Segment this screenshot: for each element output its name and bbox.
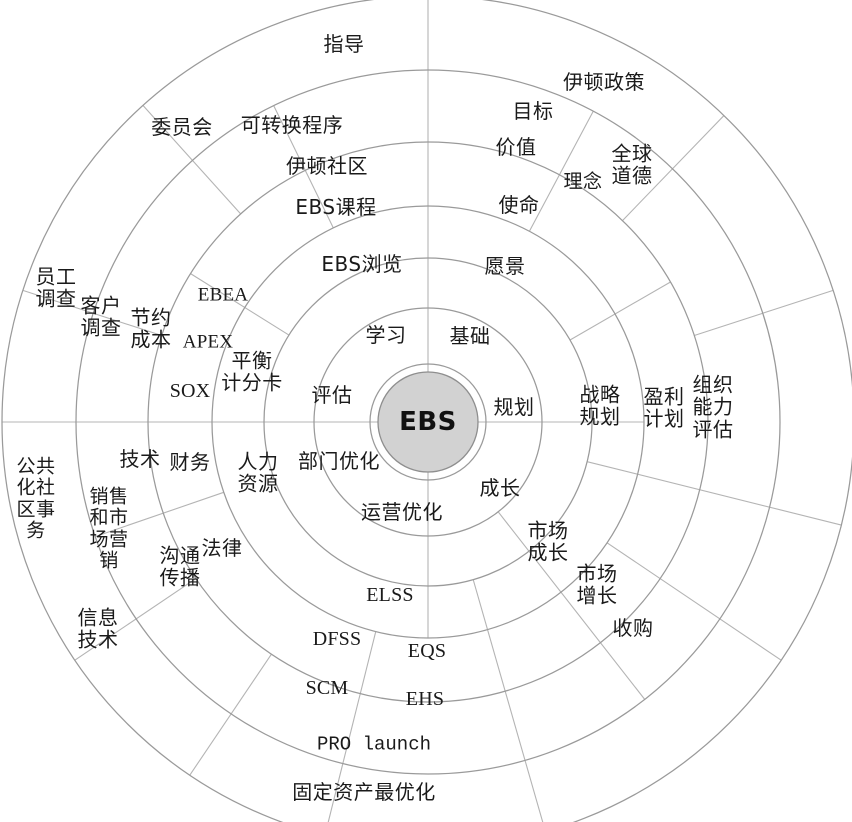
node-label-xinxijishu[interactable]: 信息 技术 xyxy=(77,605,119,652)
node-label-yuangongdiaocha[interactable]: 员工 调查 xyxy=(35,264,77,311)
spoke-line-18 xyxy=(190,273,290,336)
node-label-bumenyouhua[interactable]: 部门优化 xyxy=(298,448,380,473)
node-label-shichangchengzhang[interactable]: 市场 成长 xyxy=(527,518,569,565)
spoke-line-17 xyxy=(22,289,162,336)
spoke-line-4 xyxy=(569,281,671,341)
node-label-jishu[interactable]: 技术 xyxy=(119,446,161,471)
node-label-shougou[interactable]: 收购 xyxy=(612,615,654,640)
node-label-quanqiudaode[interactable]: 全球 道德 xyxy=(611,141,653,188)
node-label-caiwu[interactable]: 财务 xyxy=(169,449,211,474)
node-label-guihua[interactable]: 规划 xyxy=(493,394,535,419)
node-label-sox[interactable]: SOX xyxy=(169,379,211,402)
node-label-elss[interactable]: ELSS xyxy=(366,583,414,606)
hub-label: EBS xyxy=(399,407,457,437)
spoke-line-10 xyxy=(472,579,544,822)
hub-circle[interactable] xyxy=(377,371,479,473)
ring-circle-1 xyxy=(369,363,487,481)
spoke-line-9 xyxy=(497,511,646,700)
node-label-zuzhinenglipinggu[interactable]: 组织 能力 评估 xyxy=(692,372,734,442)
spoke-line-5 xyxy=(694,289,834,336)
node-label-renliziyuan[interactable]: 人力 资源 xyxy=(237,449,279,496)
node-label-zhidao[interactable]: 指导 xyxy=(323,31,365,56)
spoke-line-8 xyxy=(606,542,782,661)
node-label-shiming[interactable]: 使命 xyxy=(498,192,540,217)
node-label-falv[interactable]: 法律 xyxy=(201,535,243,560)
node-label-prolaunch[interactable]: PRO launch xyxy=(316,733,432,756)
node-label-pinggu[interactable]: 评估 xyxy=(311,382,353,407)
node-label-jiazhi[interactable]: 价值 xyxy=(495,134,537,159)
node-label-chengzhang[interactable]: 成长 xyxy=(479,475,521,500)
spoke-line-3 xyxy=(622,115,725,221)
node-label-ebskecheng[interactable]: EBS课程 xyxy=(295,194,377,219)
node-label-kezhuanhuan[interactable]: 可转换程序 xyxy=(240,112,344,137)
spoke-line-20 xyxy=(273,105,334,229)
node-label-linian[interactable]: 理念 xyxy=(563,170,603,193)
node-label-weiyuanhui[interactable]: 委员会 xyxy=(151,114,213,139)
node-label-xuexi[interactable]: 学习 xyxy=(365,322,407,347)
spoke-line-2 xyxy=(528,110,594,232)
node-label-kehudiaocha[interactable]: 客户 调查 xyxy=(80,293,122,340)
spoke-line-7 xyxy=(586,461,842,526)
spoke-line-12 xyxy=(327,631,377,822)
ring-circle-4 xyxy=(211,205,645,639)
node-label-ebea[interactable]: EBEA xyxy=(197,284,249,306)
node-label-shichangzengzhang[interactable]: 市场 增长 xyxy=(576,561,618,608)
node-label-apex[interactable]: APEX xyxy=(182,331,234,353)
node-label-xiaoshouyingxiao[interactable]: 销售 和市 场营 销 xyxy=(89,485,129,572)
node-label-gudingzichan[interactable]: 固定资产最优化 xyxy=(292,779,436,804)
node-label-jieyuechengben[interactable]: 节约 成本 xyxy=(130,305,172,352)
node-label-gonggongshequ[interactable]: 公共 化社 区事 务 xyxy=(16,455,56,542)
ring-circle-6 xyxy=(75,69,781,775)
node-label-mubiao[interactable]: 目标 xyxy=(512,98,554,123)
node-label-goutongchuanbo[interactable]: 沟通 传播 xyxy=(159,543,201,590)
node-label-yidunzhengce[interactable]: 伊顿政策 xyxy=(563,69,645,94)
node-label-yinglijihua[interactable]: 盈利 计划 xyxy=(643,384,685,431)
node-label-zhanlueguihua[interactable]: 战略 规划 xyxy=(579,382,621,429)
node-label-jichu[interactable]: 基础 xyxy=(449,323,491,348)
ring-circle-3 xyxy=(263,257,593,587)
ring-circle-5 xyxy=(147,141,709,703)
spoke-line-19 xyxy=(142,105,242,215)
node-label-yunyingyouhua[interactable]: 运营优化 xyxy=(361,499,443,524)
ring-circle-2 xyxy=(313,307,543,537)
node-label-eqs[interactable]: EQS xyxy=(407,639,447,662)
node-label-scm[interactable]: SCM xyxy=(305,676,349,699)
spoke-line-13 xyxy=(189,653,272,776)
node-label-yuanjing[interactable]: 愿景 xyxy=(484,253,526,278)
node-label-dfss[interactable]: DFSS xyxy=(312,627,362,650)
node-label-ebsliulan[interactable]: EBS浏览 xyxy=(321,251,403,276)
node-label-pinghengjifenka[interactable]: 平衡 计分卡 xyxy=(221,348,283,395)
spoke-line-14 xyxy=(74,578,197,661)
spoke-line-15 xyxy=(94,491,224,538)
node-label-yidunshequ[interactable]: 伊顿社区 xyxy=(286,153,368,178)
node-label-ehs[interactable]: EHS xyxy=(405,687,445,710)
